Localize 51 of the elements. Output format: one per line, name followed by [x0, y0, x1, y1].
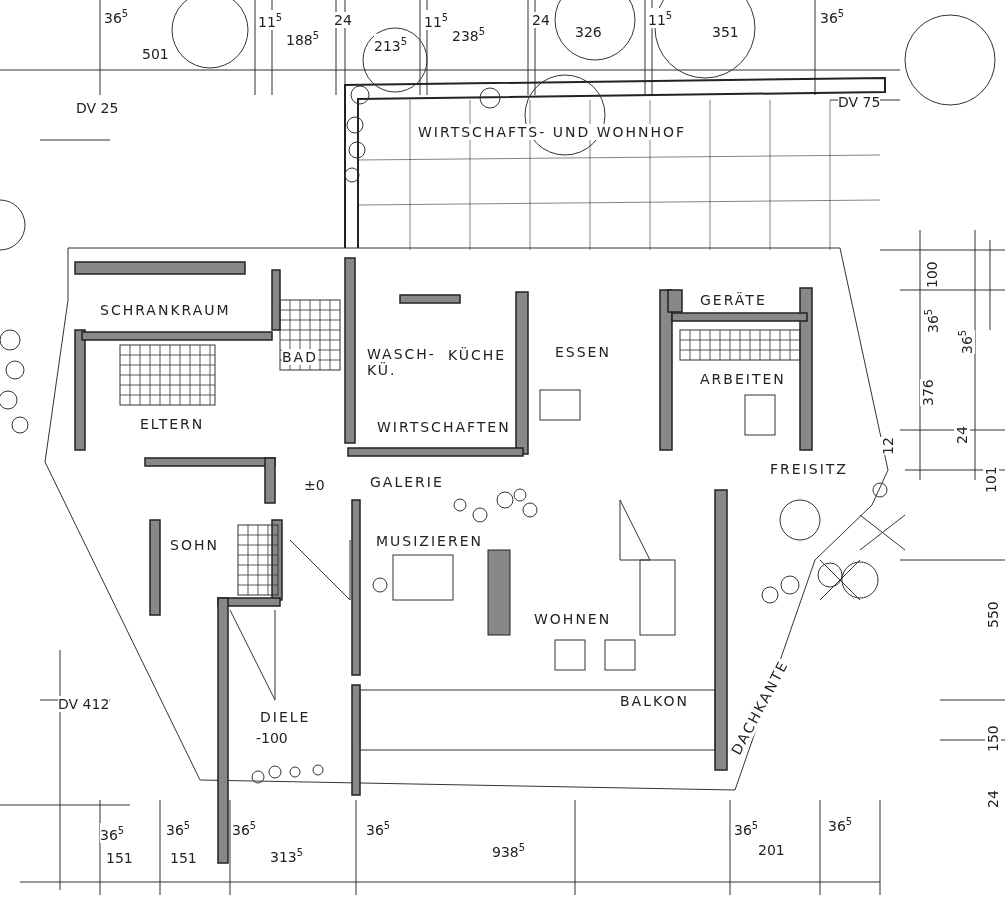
dimension-value: 201	[758, 842, 785, 858]
room-label: ARBEITEN	[700, 371, 786, 387]
level-note: DV 412	[58, 696, 110, 712]
dimension-value: 36$^{5}$	[366, 818, 391, 838]
dimension-value: 376	[920, 379, 936, 406]
dimension-value: 238$^{5}$	[452, 24, 486, 44]
dimension-value: 100	[924, 261, 940, 288]
dimension-value: 101	[983, 466, 999, 493]
dimension-value: 188$^{5}$	[286, 28, 320, 48]
room-label: KÜCHE	[448, 347, 507, 363]
dimension-value: 36$^{5}$	[100, 823, 125, 843]
dimension-value: 36$^{5}$	[734, 818, 759, 838]
dimension-value: 36$^{5}$	[232, 818, 257, 838]
room-label: BALKON	[620, 693, 689, 709]
room-label: MUSIZIEREN	[376, 533, 483, 549]
dimension-value: 326	[575, 24, 602, 40]
level-note: ±0	[304, 477, 325, 493]
dimension-value: 11$^{5}$	[258, 10, 283, 30]
room-label: GERÄTE	[700, 292, 767, 308]
dimension-value: 36$^{5}$	[166, 818, 191, 838]
room-label: ESSEN	[555, 344, 611, 360]
room-label: WIRTSCHAFTEN	[377, 419, 511, 435]
dimension-value: 11$^{5}$	[648, 8, 673, 28]
room-label: FREISITZ	[770, 461, 848, 477]
dimension-value: 151	[170, 850, 197, 866]
dimension-value: 36$^{5}$	[828, 814, 853, 834]
dimension-value: 12	[880, 437, 896, 455]
dimension-value: 938$^{5}$	[492, 840, 526, 860]
dimension-value: 351	[712, 24, 739, 40]
dimension-value: 24	[985, 790, 1001, 808]
dimension-value: 501	[142, 46, 169, 62]
dimension-value: 550	[985, 601, 1001, 628]
level-note: DV 25	[76, 100, 119, 116]
room-label: SOHN	[170, 537, 219, 553]
dimension-value: 24	[334, 12, 352, 28]
dimension-value: 36$^{5}$	[820, 6, 845, 26]
dimension-value: 313$^{5}$	[270, 845, 304, 865]
dimension-value: 151	[106, 850, 133, 866]
dimension-value: 24	[532, 12, 550, 28]
room-label: WIRTSCHAFTS- UND WOHNHOF	[418, 124, 687, 140]
dimension-value: 213$^{5}$	[374, 34, 408, 54]
dimension-value: 24	[954, 426, 970, 444]
level-note: DV 75	[838, 94, 881, 110]
room-label: GALERIE	[370, 474, 444, 490]
dimension-value: 36$^{5}$	[104, 6, 129, 26]
room-label: SCHRANKRAUM	[100, 302, 231, 318]
dimension-value: 150	[985, 725, 1001, 752]
room-label: DIELE	[260, 709, 311, 725]
room-label: BAD	[282, 349, 318, 365]
level-note: -100	[256, 730, 288, 746]
dimension-value: 11$^{5}$	[424, 10, 449, 30]
